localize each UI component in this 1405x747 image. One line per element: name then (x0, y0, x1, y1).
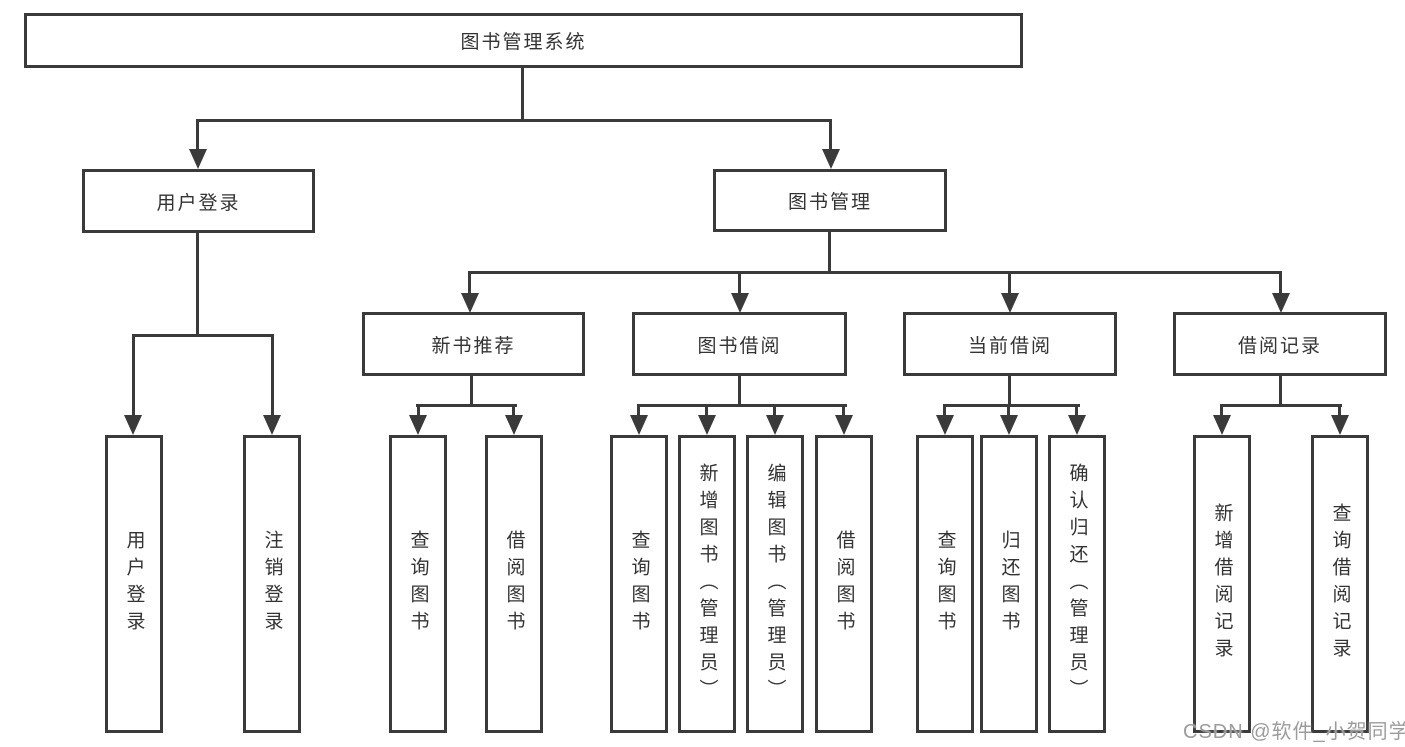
arrow-down-icon (1331, 415, 1349, 435)
node-new-book-recommend: 新书推荐 (362, 312, 585, 376)
leaf-borrow-book-newrec-label: 借阅图书 (503, 530, 525, 638)
leaf-add-book-admin: 新增图书（管理员） (678, 435, 736, 733)
leaf-edit-book-admin: 编辑图书（管理员） (746, 435, 804, 733)
connector-leaf-drop (637, 404, 640, 418)
leaf-return-book: 归还图书 (980, 435, 1038, 733)
arrow-down-icon (1001, 293, 1019, 313)
connector-leaf-drop (1075, 404, 1078, 418)
leaf-query-book-current-label: 查询图书 (934, 530, 956, 638)
connector-leaf-drop (271, 334, 274, 417)
arrow-down-icon (630, 415, 648, 435)
arrow-down-icon (189, 149, 207, 169)
connector-leaf-drop (1220, 404, 1223, 418)
connector-level2-bar (196, 119, 832, 122)
connector-leaf-drop (512, 404, 515, 418)
connector-borrow-stub (738, 375, 741, 407)
node-borrow-record: 借阅记录 (1173, 312, 1387, 376)
leaf-edit-book-admin-label: 编辑图书（管理员） (764, 462, 786, 706)
node-book-borrow-label: 图书借阅 (697, 335, 782, 357)
leaf-logout: 注销登录 (243, 435, 301, 733)
arrow-down-icon (1272, 293, 1290, 313)
connector-level3-drop (738, 271, 741, 295)
arrow-down-icon (1000, 415, 1018, 435)
arrow-down-icon (1068, 415, 1086, 435)
connector-borrow-bar (637, 404, 847, 407)
arrow-down-icon (124, 415, 142, 435)
node-current-borrow: 当前借阅 (903, 312, 1117, 376)
connector-newbook-bar (416, 404, 517, 407)
arrow-down-icon (263, 415, 281, 435)
leaf-borrow-book-borrow: 借阅图书 (815, 435, 873, 733)
arrow-down-icon (698, 415, 716, 435)
connector-book-mgmt-stub (828, 232, 831, 274)
connector-leaf-drop (417, 404, 420, 418)
arrow-down-icon (1213, 415, 1231, 435)
arrow-down-icon (766, 415, 784, 435)
leaf-confirm-return-admin: 确认归还（管理员） (1048, 435, 1106, 733)
connector-user-login-bar (132, 334, 274, 337)
root-node: 图书管理系统 (24, 13, 1023, 68)
leaf-query-book-borrow-label: 查询图书 (628, 530, 650, 638)
leaf-add-borrow-record-label: 新增借阅记录 (1211, 503, 1233, 665)
root-node-label: 图书管理系统 (460, 32, 587, 53)
leaf-query-book-borrow: 查询图书 (610, 435, 668, 733)
connector-newbook-stub (470, 375, 473, 407)
node-book-management-label: 图书管理 (787, 192, 872, 213)
leaf-user-login: 用户登录 (105, 435, 163, 733)
leaf-query-borrow-record: 查询借阅记录 (1311, 435, 1369, 733)
leaf-query-book-current: 查询图书 (916, 435, 974, 733)
connector-leaf-drop (1007, 404, 1010, 418)
watermark: CSDN @软件_小贺同学 (1183, 721, 1405, 743)
node-user-login-label: 用户登录 (156, 192, 241, 214)
connector-current-bar (943, 404, 1080, 407)
connector-leaf-drop (1338, 404, 1341, 418)
connector-leaf-drop (943, 404, 946, 418)
connector-level3-bar (468, 271, 1282, 274)
connector-record-stub (1279, 375, 1282, 407)
leaf-user-login-label: 用户登录 (123, 530, 145, 638)
connector-record-bar (1220, 404, 1342, 407)
node-current-borrow-label: 当前借阅 (967, 335, 1052, 357)
connector-leaf-drop (705, 404, 708, 418)
node-user-login: 用户登录 (82, 169, 315, 233)
arrow-down-icon (731, 293, 749, 313)
connector-user-login-stub (196, 233, 199, 337)
leaf-query-book-newrec: 查询图书 (389, 435, 447, 733)
leaf-return-book-label: 归还图书 (998, 530, 1020, 638)
leaf-borrow-book-newrec: 借阅图书 (485, 435, 543, 733)
connector-user-login-drop (196, 119, 199, 152)
leaf-borrow-book-borrow-label: 借阅图书 (833, 530, 855, 638)
arrow-down-icon (835, 415, 853, 435)
leaf-confirm-return-admin-label: 确认归还（管理员） (1066, 462, 1088, 706)
leaf-query-borrow-record-label: 查询借阅记录 (1329, 503, 1351, 665)
arrow-down-icon (505, 415, 523, 435)
connector-level3-drop (1008, 271, 1011, 295)
leaf-logout-label: 注销登录 (261, 530, 283, 638)
node-borrow-record-label: 借阅记录 (1237, 335, 1322, 357)
connector-level3-drop (1279, 271, 1282, 295)
arrow-down-icon (461, 293, 479, 313)
node-book-borrow: 图书借阅 (632, 312, 847, 376)
node-new-book-recommend-label: 新书推荐 (431, 335, 516, 357)
node-book-management: 图书管理 (713, 169, 947, 232)
leaf-add-book-admin-label: 新增图书（管理员） (696, 462, 718, 706)
connector-level3-drop (468, 271, 471, 295)
arrow-down-icon (936, 415, 954, 435)
connector-leaf-drop (132, 334, 135, 417)
leaf-add-borrow-record: 新增借阅记录 (1193, 435, 1251, 733)
connector-current-stub (1008, 375, 1011, 407)
arrow-down-icon (409, 415, 427, 435)
leaf-query-book-newrec-label: 查询图书 (407, 530, 429, 638)
connector-leaf-drop (773, 404, 776, 418)
arrow-down-icon (822, 149, 840, 169)
connector-leaf-drop (842, 404, 845, 418)
connector-book-mgmt-drop (829, 119, 832, 152)
connector-root-stub (521, 68, 524, 121)
